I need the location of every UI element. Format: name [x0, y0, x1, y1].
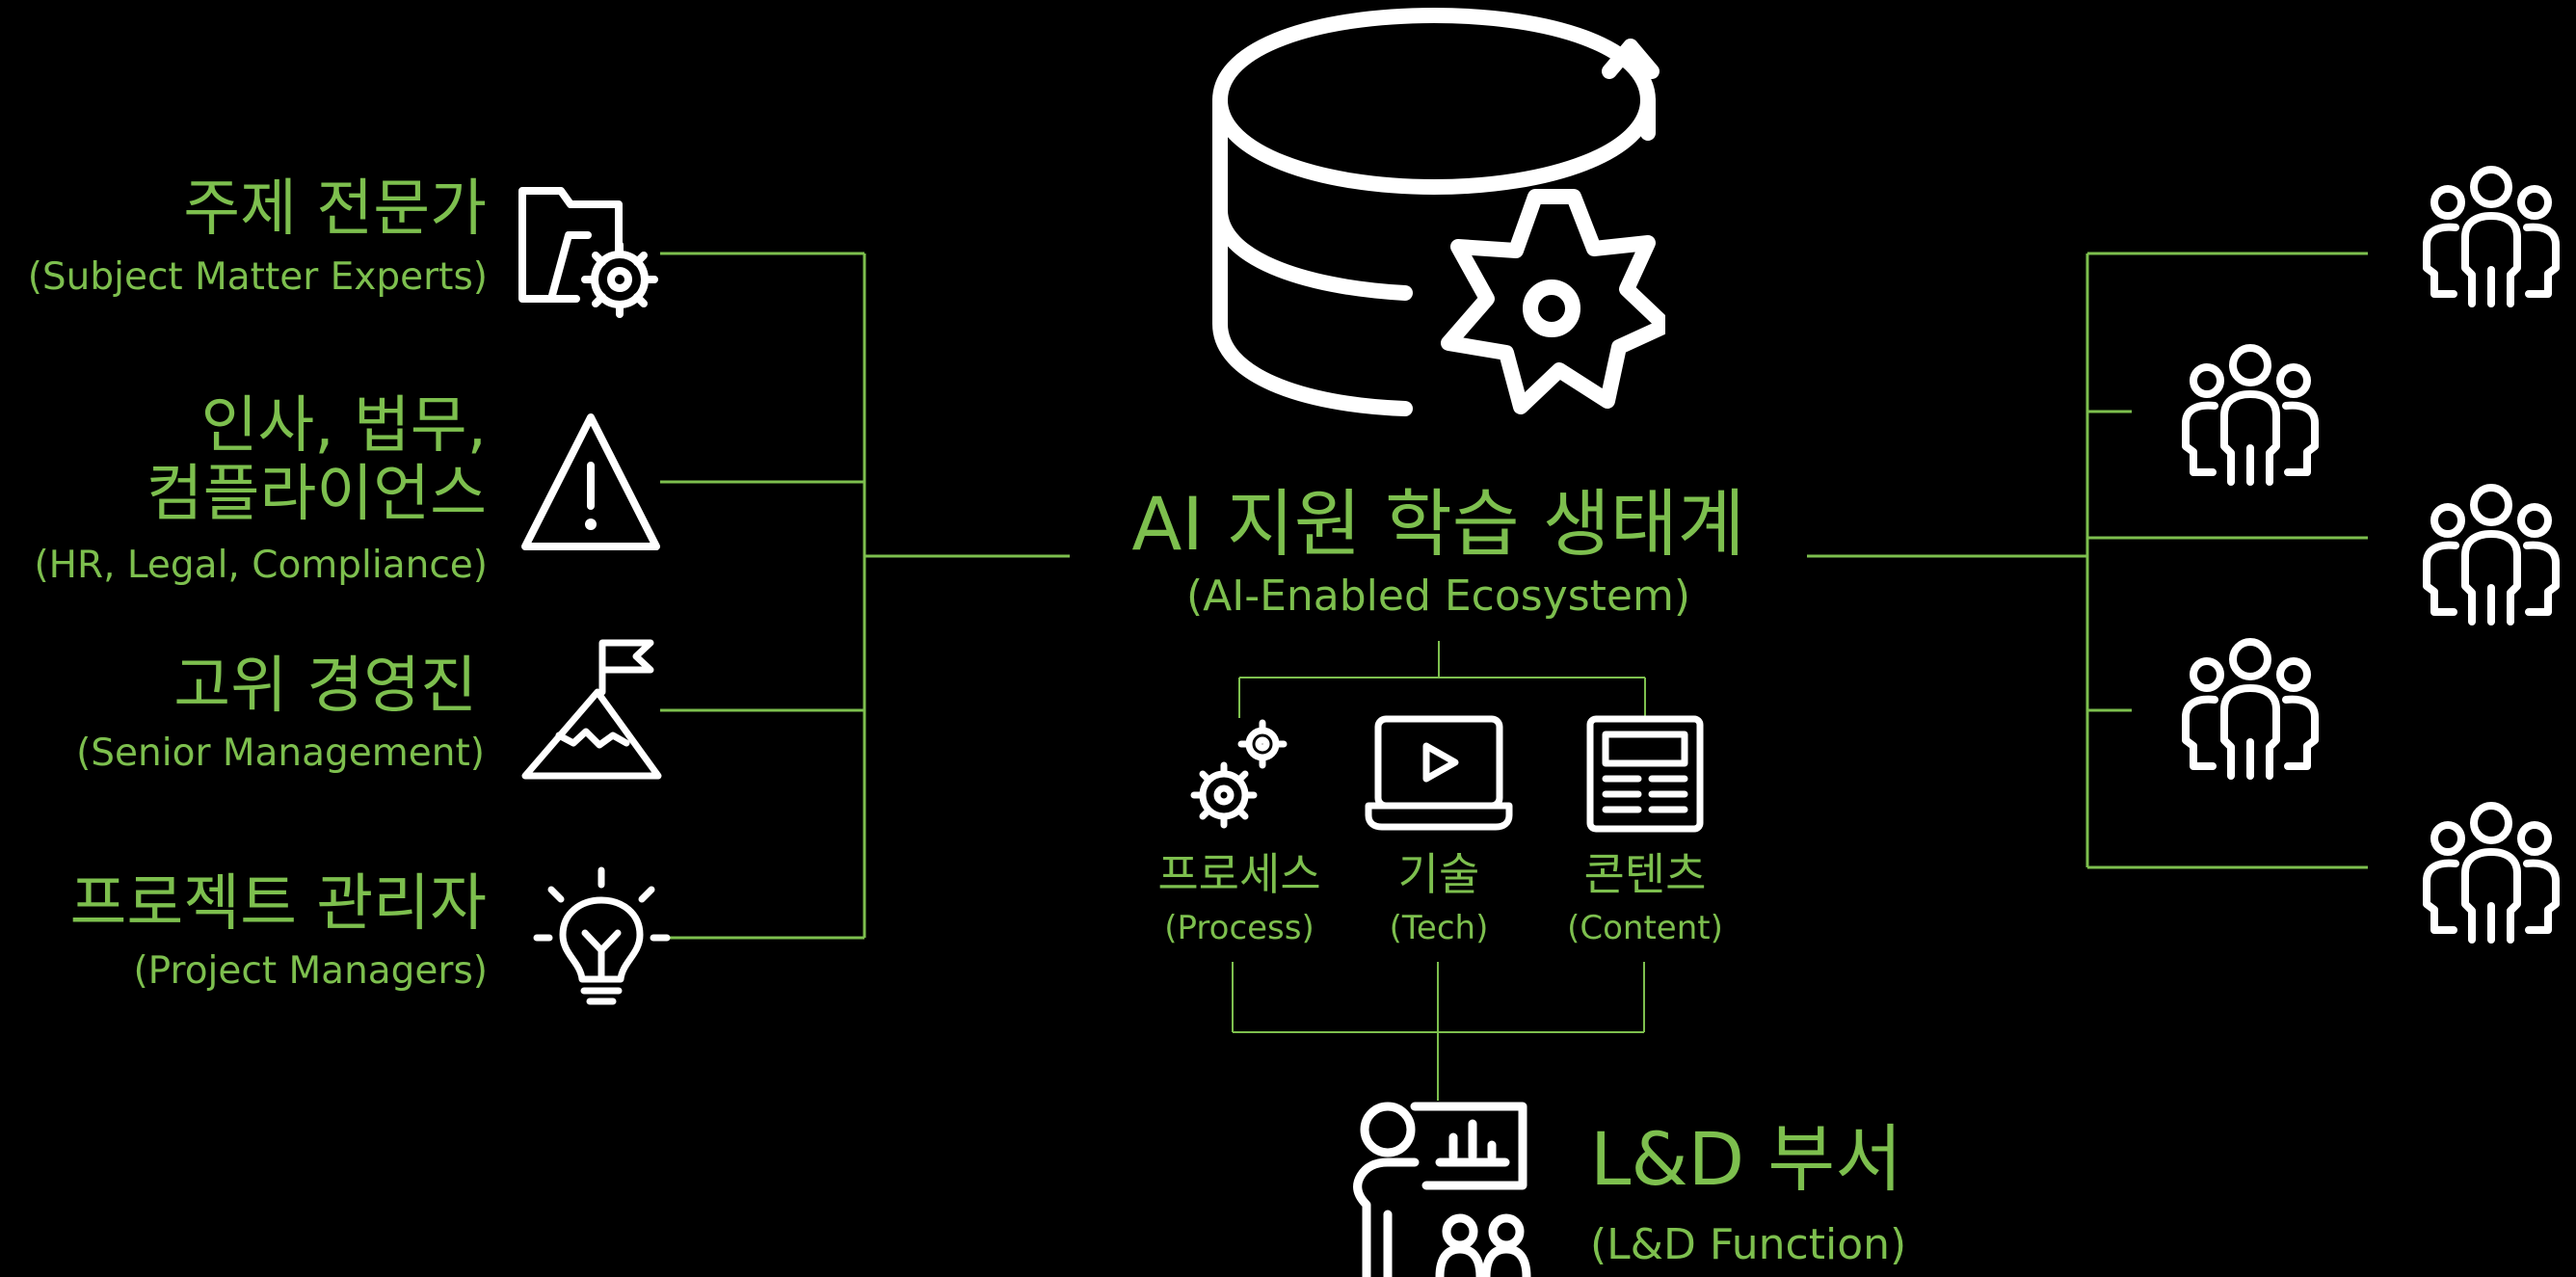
pillar-tech-en: (Tech)	[1389, 909, 1489, 947]
stakeholder-2-en: (HR, Legal, Compliance)	[34, 544, 488, 587]
presenter-team-icon	[1353, 1102, 1531, 1277]
stakeholder-1-en: (Subject Matter Experts)	[27, 255, 488, 299]
laptop-play-icon	[1365, 715, 1513, 831]
group-icon	[2182, 638, 2319, 780]
folder-gear-icon	[518, 187, 658, 318]
ld-en: (L&D Function)	[1590, 1220, 1907, 1269]
center-title: AI 지원 학습 생태계	[1131, 481, 1745, 567]
document-content-icon	[1586, 715, 1704, 833]
stakeholder-4-en: (Project Managers)	[133, 949, 488, 993]
gears-icon	[1190, 719, 1288, 829]
database-gear-icon	[1212, 8, 1665, 416]
stakeholder-4-ko: 프로젝트 관리자	[69, 868, 487, 940]
pillar-process-en: (Process)	[1164, 909, 1315, 947]
stakeholder-2-ko-line2: 컴플라이언스	[146, 459, 487, 530]
stakeholder-2-ko-line1: 인사, 법무,	[200, 390, 487, 462]
group-icon	[2423, 166, 2560, 307]
pillar-process-ko: 프로세스	[1157, 848, 1321, 900]
stakeholder-3-en: (Senior Management)	[76, 732, 485, 775]
stakeholder-3-ko: 고위 경영진	[173, 651, 477, 722]
pillar-content-ko: 콘텐츠	[1583, 848, 1707, 900]
lightbulb-icon	[533, 866, 671, 1005]
stakeholder-1-ko: 주제 전문가	[183, 173, 487, 245]
mountain-flag-icon	[521, 639, 662, 780]
center-subtitle: (AI-Enabled Ecosystem)	[1185, 572, 1691, 621]
pillar-tech-ko: 기술	[1397, 848, 1480, 900]
ld-ko: L&D 부서	[1590, 1116, 1903, 1202]
warning-triangle-icon	[521, 413, 660, 550]
group-icon	[2423, 802, 2560, 944]
group-icon	[2182, 344, 2319, 486]
group-icon	[2423, 484, 2560, 625]
pillar-content-en: (Content)	[1567, 909, 1723, 947]
